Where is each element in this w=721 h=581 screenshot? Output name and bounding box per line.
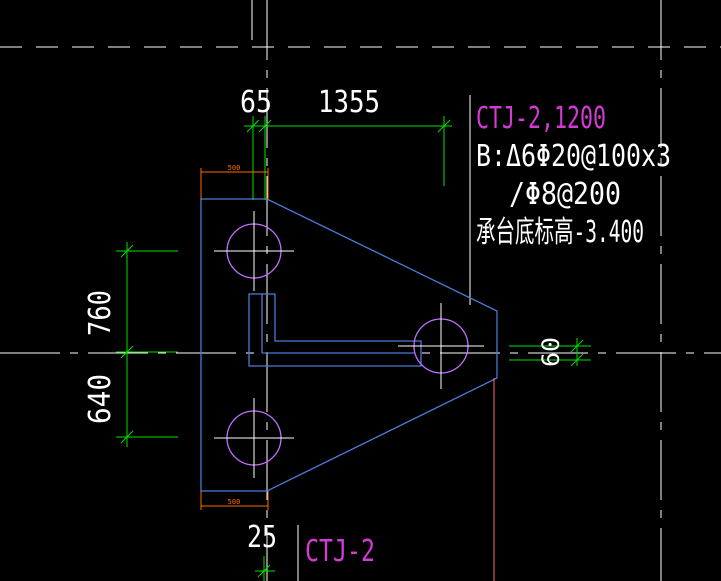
cap-boundary [200, 198, 498, 492]
pile-crosshairs [214, 211, 484, 478]
small-dims [200, 168, 269, 510]
annotation-name: CTJ-2,1200 [476, 101, 606, 136]
small-dim-bottom: 500 [228, 498, 241, 506]
dim-left-upper: 760 [83, 290, 118, 336]
dimension-lines [116, 116, 591, 581]
small-dim-top: 500 [228, 164, 241, 172]
bottom-label: CTJ-2 [305, 534, 375, 569]
dim-top-right: 1355 [318, 85, 380, 120]
annotation-line3: 承台底标高-3.400 [476, 215, 644, 250]
dim-left-lower: 640 [83, 374, 118, 424]
annotation-line1: B:Δ6Φ20@100x3 [476, 139, 671, 174]
column-section [248, 293, 422, 367]
pile-cap-outline [200, 198, 498, 492]
piles [226, 223, 469, 466]
annotation-line2: /Φ8@200 [509, 177, 621, 212]
dim-bottom: 25 [247, 520, 277, 555]
dim-right: 60 [537, 337, 565, 367]
dim-top-left: 65 [240, 85, 272, 120]
